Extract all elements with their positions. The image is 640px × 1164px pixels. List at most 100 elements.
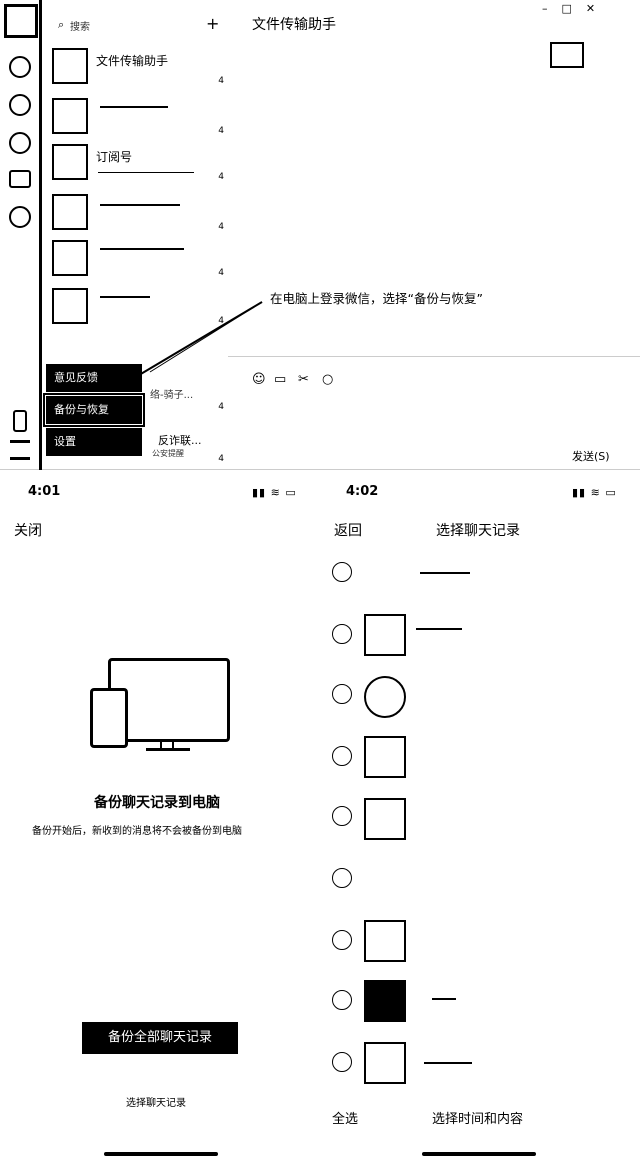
redacted-name <box>424 1062 472 1064</box>
chat-time: 4 <box>218 76 224 86</box>
radio-button[interactable] <box>332 684 352 704</box>
chat-item-file-helper[interactable]: 文件传输助手 4 <box>50 44 226 92</box>
add-button[interactable]: + <box>206 14 220 33</box>
file-bubble[interactable] <box>550 42 584 68</box>
monitor-base <box>146 748 190 751</box>
chat-name: 订阅号 <box>96 150 133 164</box>
desktop-wechat-window: ⌕ 搜索 + 文件传输助手 4 4 订阅号 4 4 4 <box>0 0 640 470</box>
contacts-icon[interactable] <box>9 94 31 116</box>
status-icons: ▮▮ ≋ ▭ <box>252 486 297 499</box>
select-all-button[interactable]: 全选 <box>332 1112 359 1127</box>
redacted-name <box>100 248 184 250</box>
chat-time: 4 <box>218 402 224 412</box>
chat-time: 4 <box>218 454 224 464</box>
chat-time: 4 <box>218 126 224 136</box>
menu-item-backup-restore[interactable]: 备份与恢复 <box>43 393 145 427</box>
back-button[interactable]: 返回 <box>334 523 362 539</box>
chat-preview: 公安提醒 <box>152 449 184 458</box>
chat-avatar <box>364 920 406 962</box>
chat-name: 文件传输助手 <box>96 54 169 68</box>
select-time-content-button[interactable]: 选择时间和内容 <box>432 1112 524 1127</box>
backup-all-button[interactable]: 备份全部聊天记录 <box>82 1022 238 1054</box>
chat-list: ⌕ 搜索 + 文件传输助手 4 4 订阅号 4 4 4 <box>44 0 228 470</box>
chat-item[interactable]: 4 <box>50 284 226 332</box>
chat-avatar <box>364 676 406 718</box>
chat-avatar <box>52 194 88 230</box>
chat-avatar <box>364 798 406 840</box>
chat-time: 4 <box>218 268 224 278</box>
screen-title: 选择聊天记录 <box>436 523 520 539</box>
home-indicator <box>422 1152 536 1156</box>
backup-heading: 备份聊天记录到电脑 <box>94 795 220 811</box>
favorites-icon[interactable] <box>9 132 31 154</box>
phone-icon[interactable] <box>13 410 27 432</box>
chat-item[interactable]: 4 <box>50 94 226 142</box>
menu-icon[interactable] <box>10 440 30 460</box>
chat-avatar <box>364 736 406 778</box>
phone-select-chats-screen: 4:02 ▮▮ ≋ ▭ 返回 选择聊天记录 全选 <box>320 478 640 1164</box>
radio-button[interactable] <box>332 1052 352 1072</box>
close-button[interactable]: 关闭 <box>14 523 42 539</box>
chat-name: 反诈联... <box>158 434 202 447</box>
folder-icon[interactable] <box>9 170 31 188</box>
sidebar <box>0 0 42 470</box>
moments-icon[interactable] <box>9 206 31 228</box>
subscription-avatar <box>52 144 88 180</box>
redacted-preview <box>98 172 194 173</box>
redacted-name <box>420 572 470 574</box>
chat-preview: 络-骑子... <box>150 390 194 401</box>
redacted-name <box>100 296 150 298</box>
menu-item-feedback[interactable]: 意见反馈 <box>46 364 142 392</box>
radio-button[interactable] <box>332 930 352 950</box>
chat-avatar <box>52 98 88 134</box>
chat-time: 4 <box>218 172 224 182</box>
radio-button[interactable] <box>332 562 352 582</box>
chat-item[interactable]: 反诈联... 公安提醒 4 <box>50 422 226 470</box>
folder-icon[interactable]: ▭ <box>274 372 287 387</box>
emoji-icon[interactable]: ☺ <box>252 372 266 387</box>
status-time: 4:02 <box>346 484 379 499</box>
chat-icon[interactable] <box>9 56 31 78</box>
chat-bubble-icon[interactable]: ○ <box>322 372 334 387</box>
radio-button[interactable] <box>332 868 352 888</box>
radio-button[interactable] <box>332 806 352 826</box>
chat-title: 文件传输助手 <box>252 17 336 33</box>
chat-pane: 文件传输助手 –□✕ ☺ ▭ ✂ ○ 发送(S) <box>228 0 640 470</box>
scissors-icon[interactable]: ✂ <box>298 372 309 387</box>
redacted-name <box>100 204 180 206</box>
chat-avatar <box>52 288 88 324</box>
chat-avatar <box>52 240 88 276</box>
chat-avatar <box>364 1042 406 1084</box>
status-time: 4:01 <box>28 484 61 499</box>
search-icon: ⌕ <box>58 18 65 31</box>
radio-button[interactable] <box>332 990 352 1010</box>
home-indicator <box>104 1152 218 1156</box>
menu-item-settings[interactable]: 设置 <box>46 428 142 456</box>
chat-avatar <box>364 614 406 656</box>
radio-button[interactable] <box>332 746 352 766</box>
phone-illustration <box>90 688 128 748</box>
file-helper-avatar <box>52 48 88 84</box>
chat-avatar <box>364 980 406 1022</box>
select-chats-link[interactable]: 选择聊天记录 <box>126 1098 186 1109</box>
redacted-name <box>432 998 456 1000</box>
search-input[interactable]: 搜索 <box>70 22 90 33</box>
chat-time: 4 <box>218 316 224 326</box>
window-controls[interactable]: –□✕ <box>542 2 610 15</box>
chat-item[interactable]: 络-骑子... 4 <box>50 370 226 418</box>
settings-popup-menu: 意见反馈 备份与恢复 设置 <box>43 362 145 462</box>
send-button[interactable]: 发送(S) <box>572 450 610 463</box>
backup-subtext: 备份开始后，新收到的消息将不会被备份到电脑 <box>32 826 242 837</box>
phone-backup-screen: 4:01 ▮▮ ≋ ▭ 关闭 备份聊天记录到电脑 备份开始后，新收到的消息将不会… <box>0 478 320 1164</box>
user-avatar[interactable] <box>4 4 38 38</box>
redacted-name <box>100 106 168 108</box>
annotation-text: 在电脑上登录微信，选择“备份与恢复” <box>270 291 483 306</box>
chat-time: 4 <box>218 222 224 232</box>
monitor-stand <box>160 742 174 750</box>
chat-item[interactable]: 4 <box>50 190 226 238</box>
radio-button[interactable] <box>332 624 352 644</box>
chat-avatar <box>364 858 406 900</box>
chat-item[interactable]: 4 <box>50 236 226 284</box>
chat-item-subscriptions[interactable]: 订阅号 4 <box>50 140 226 188</box>
redacted-name <box>416 628 462 630</box>
